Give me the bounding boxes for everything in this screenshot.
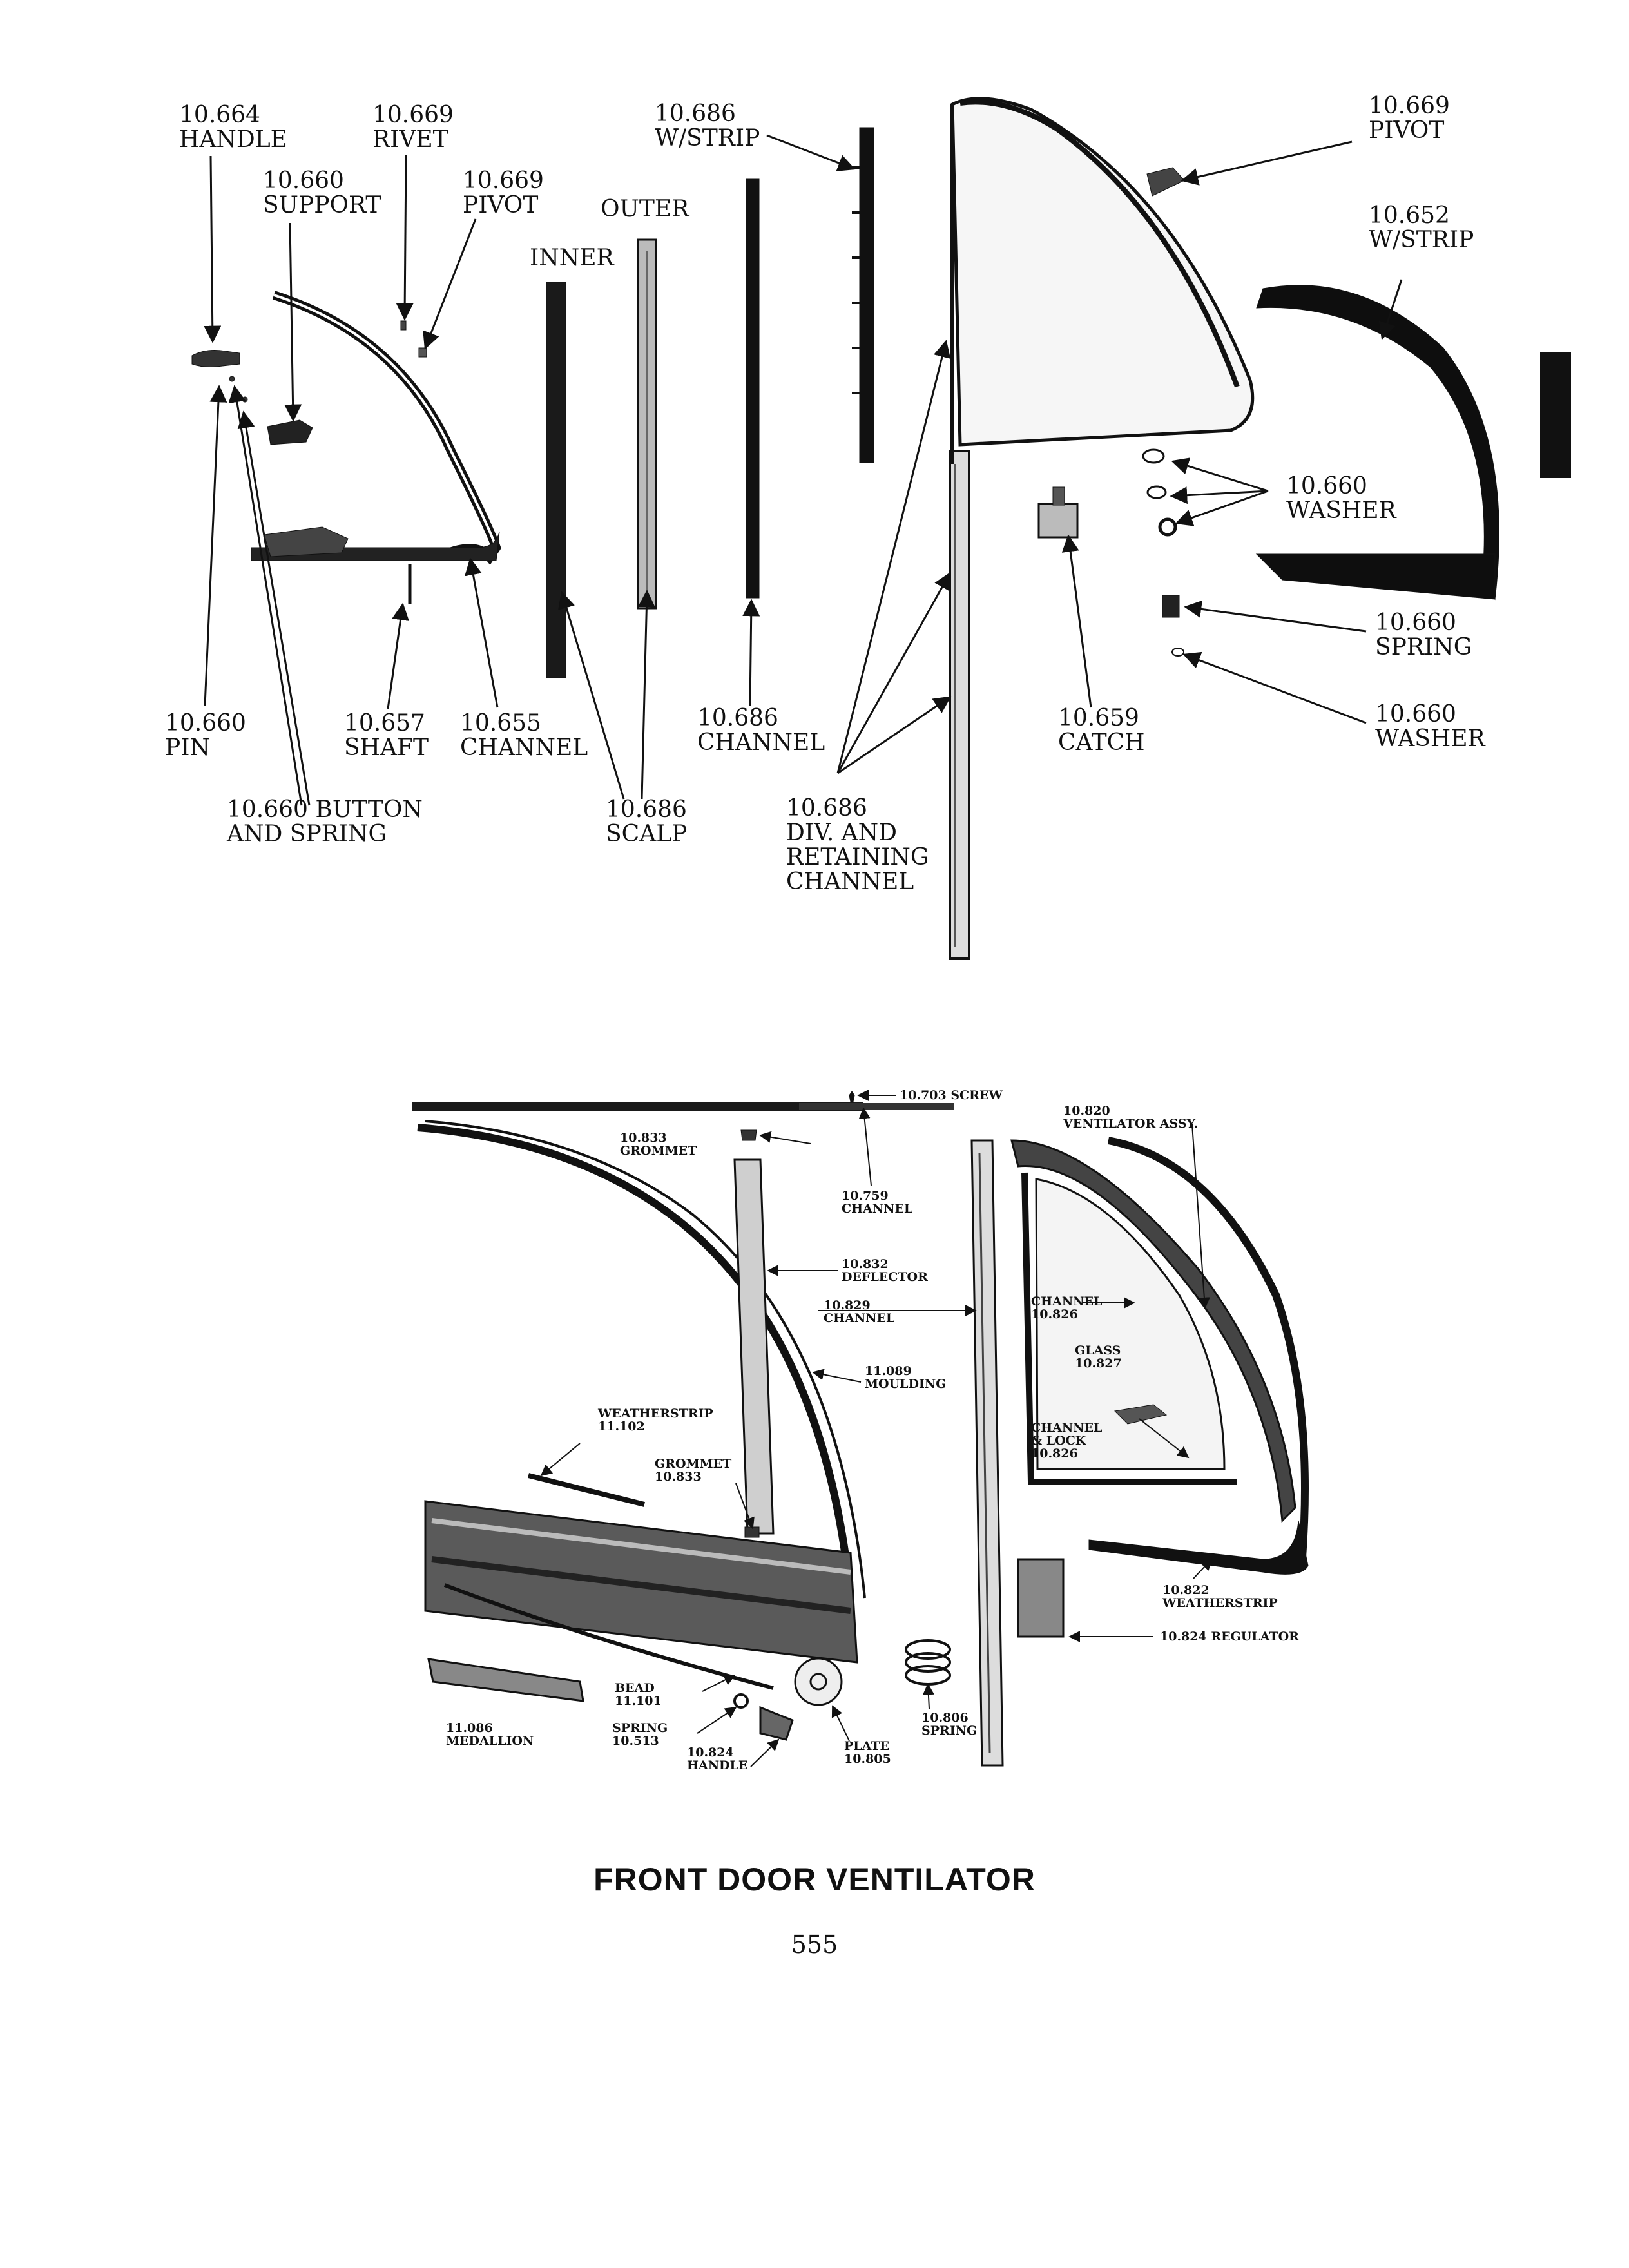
weatherstrip-822-part [1088,1520,1309,1575]
deflector-part [733,1158,775,1535]
page-number: 555 [791,1930,838,1959]
weatherstrip-left-part [528,1473,645,1507]
vent-glass-part [950,97,1255,447]
pivot-part-left [418,347,427,358]
wstrip-652-part [1256,285,1499,601]
ventilator-assy-part [1010,1139,1296,1523]
pivot-part-right [1146,167,1185,197]
grommet-top-part [740,1129,757,1141]
spring-513-part [733,1693,749,1709]
regulator-part [1017,1558,1065,1638]
bottom-exploded-view [412,1091,1309,1767]
top-leader-lines [204,134,1403,806]
page-title: FRONT DOOR VENTILATOR [593,1861,1036,1898]
glass-827-part [1035,1178,1226,1470]
washer-part-1 [1142,448,1165,464]
channel-lock-part [1113,1404,1168,1425]
washer-part-4 [1171,648,1184,657]
door-frame-curve [417,1124,854,1599]
grommet-low-part [744,1526,760,1538]
support-part [267,419,313,445]
rivet-part [400,320,407,331]
wstrip-686-part [859,127,874,463]
screw-part [849,1091,855,1102]
inner-scalp-part [546,282,566,678]
label-inner: INNER [530,245,614,271]
bead-part [443,1583,774,1690]
top-exploded-view [191,97,1499,960]
label-regulator: 10.824 REGULATOR [1160,1629,1299,1644]
div-channel-part [949,450,970,960]
handle-part [191,350,240,367]
plate-part [794,1657,843,1706]
bottom-leader-lines [540,1090,1213,1767]
catch-part [1037,503,1079,539]
medallion-part [427,1658,584,1702]
spring-part [1162,595,1180,618]
label-outer: OUTER [601,196,689,222]
roof-rail-part [412,1102,863,1111]
button-part [242,396,248,403]
channel-829-part [970,1139,1004,1767]
handle-824-part [759,1706,794,1741]
pin-part [229,376,235,382]
washer-part-2 [1146,485,1167,499]
channel-686-part [746,178,760,599]
channel-759-part [799,1103,954,1110]
spring-806-part [905,1639,951,1686]
edge-bar [1540,352,1571,478]
label-screw: 10.703 SCREW [900,1088,1003,1102]
washer-part-3 [1158,517,1177,537]
